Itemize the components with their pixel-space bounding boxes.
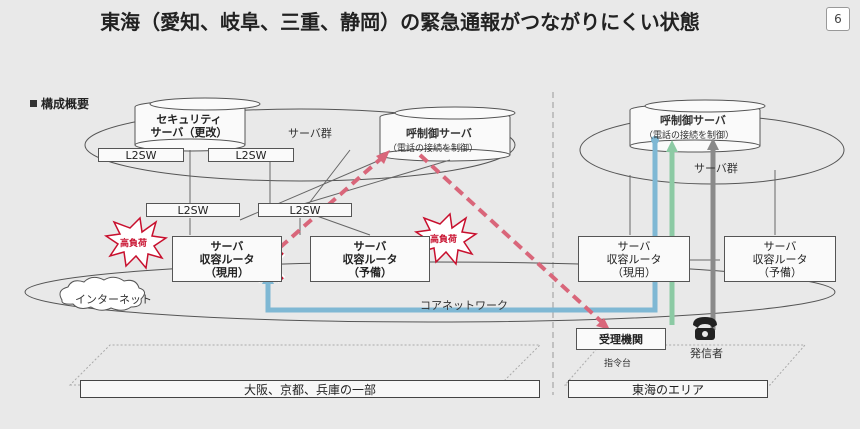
router-standby-right: サーバ 収容ルータ （予備） [724, 236, 836, 282]
l2sw-box: L2SW [98, 148, 184, 162]
right-base-plate [563, 344, 807, 386]
left-call-server-cylinder [379, 106, 516, 162]
high-load-burst-left [103, 216, 169, 270]
right-call-server-title: 呼制御サーバ [660, 114, 726, 127]
left-region-label: 大阪、京都、兵庫の一部 [80, 380, 540, 398]
green-path [666, 140, 678, 325]
right-server-group-label: サーバ群 [694, 162, 738, 175]
core-network-label: コアネットワーク [420, 299, 508, 312]
internet-label: インターネット [75, 293, 152, 306]
high-load-burst-right [413, 212, 479, 266]
left-server-group-label: サーバ群 [288, 127, 332, 140]
right-call-server-sub: （電話の接続を制御） [644, 131, 735, 141]
l2sw-box: L2SW [258, 203, 352, 217]
left-call-server-title: 呼制御サーバ [406, 127, 472, 140]
gray-path [707, 138, 719, 330]
right-call-server-cylinder [629, 99, 766, 153]
core-network-ellipse [24, 261, 836, 323]
right-region-label: 東海のエリア [568, 380, 768, 398]
left-call-server-sub: （電話の接続を制御） [388, 144, 479, 154]
high-load-label: 高負荷 [120, 239, 148, 249]
failure-dashed-path [266, 153, 607, 327]
receiving-agency-box: 受理機関 [576, 328, 666, 350]
left-server-group-ellipse [84, 108, 516, 182]
router-active-left: サーバ 収容ルータ （現用） [172, 236, 282, 282]
telephone-icon [693, 317, 717, 340]
slide-title: 東海（愛知、岐阜、三重、静岡）の緊急通報がつながりにくい状態 [100, 9, 700, 34]
command-center-label: 指令台 [604, 359, 632, 369]
section-heading: 構成概要 [30, 95, 89, 112]
router-active-right: サーバ 収容ルータ （現用） [578, 236, 690, 282]
security-server-label: セキュリティ サーバ（更改） [150, 113, 228, 139]
left-base-plate [68, 344, 542, 386]
failure-arrow-down [596, 318, 610, 330]
security-server-cylinder [134, 97, 261, 152]
left-connection-lines [189, 149, 451, 236]
internet-cloud [59, 276, 145, 311]
router-standby-left: サーバ 収容ルータ （予備） [310, 236, 430, 282]
page-number: 6 [826, 7, 850, 31]
caller-label: 発信者 [690, 347, 723, 360]
high-load-label: 高負荷 [430, 235, 458, 245]
failure-arrow-up [376, 150, 390, 164]
l2sw-box: L2SW [146, 203, 240, 217]
l2sw-box: L2SW [208, 148, 294, 162]
